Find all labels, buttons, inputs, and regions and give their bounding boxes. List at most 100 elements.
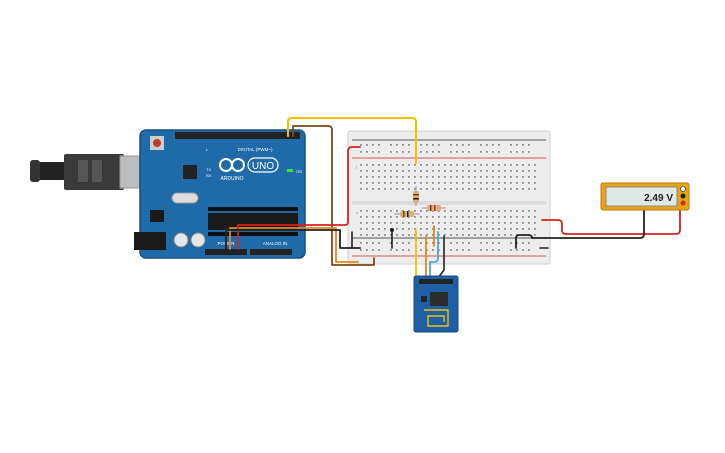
breadboard-hole[interactable] — [414, 188, 416, 190]
breadboard-hole[interactable] — [522, 210, 524, 212]
breadboard-hole[interactable] — [486, 151, 488, 153]
breadboard-hole[interactable] — [498, 151, 500, 153]
breadboard-hole[interactable] — [516, 228, 518, 230]
breadboard-hole[interactable] — [366, 216, 368, 218]
breadboard-hole[interactable] — [384, 234, 386, 236]
breadboard-hole[interactable] — [522, 144, 524, 146]
breadboard-hole[interactable] — [396, 210, 398, 212]
breadboard-hole[interactable] — [450, 176, 452, 178]
breadboard-hole[interactable] — [420, 242, 422, 244]
breadboard-hole[interactable] — [366, 164, 368, 166]
breadboard-hole[interactable] — [420, 216, 422, 218]
breadboard-hole[interactable] — [390, 176, 392, 178]
breadboard-hole[interactable] — [474, 234, 476, 236]
breadboard-hole[interactable] — [408, 249, 410, 251]
breadboard-hole[interactable] — [462, 216, 464, 218]
breadboard-hole[interactable] — [480, 222, 482, 224]
breadboard-hole[interactable] — [360, 210, 362, 212]
breadboard-hole[interactable] — [420, 182, 422, 184]
breadboard-hole[interactable] — [438, 144, 440, 146]
breadboard-hole[interactable] — [510, 176, 512, 178]
breadboard-hole[interactable] — [408, 228, 410, 230]
breadboard-hole[interactable] — [468, 144, 470, 146]
breadboard-hole[interactable] — [378, 242, 380, 244]
breadboard-hole[interactable] — [402, 210, 404, 212]
breadboard-hole[interactable] — [366, 188, 368, 190]
breadboard-hole[interactable] — [432, 164, 434, 166]
breadboard-hole[interactable] — [420, 228, 422, 230]
breadboard-hole[interactable] — [414, 210, 416, 212]
breadboard-hole[interactable] — [366, 210, 368, 212]
breadboard-hole[interactable] — [522, 176, 524, 178]
breadboard-hole[interactable] — [366, 176, 368, 178]
breadboard-hole[interactable] — [468, 164, 470, 166]
breadboard-hole[interactable] — [444, 210, 446, 212]
breadboard-hole[interactable] — [450, 216, 452, 218]
breadboard-hole[interactable] — [396, 176, 398, 178]
breadboard-hole[interactable] — [492, 151, 494, 153]
breadboard-hole[interactable] — [390, 164, 392, 166]
breadboard-hole[interactable] — [486, 188, 488, 190]
breadboard-hole[interactable] — [462, 242, 464, 244]
multimeter[interactable]: 2.49 V — [600, 182, 690, 211]
breadboard-hole[interactable] — [486, 182, 488, 184]
breadboard-hole[interactable] — [366, 234, 368, 236]
breadboard-hole[interactable] — [510, 170, 512, 172]
breadboard-hole[interactable] — [534, 188, 536, 190]
breadboard-hole[interactable] — [408, 210, 410, 212]
breadboard-hole[interactable] — [468, 151, 470, 153]
breadboard-hole[interactable] — [402, 164, 404, 166]
breadboard-hole[interactable] — [522, 151, 524, 153]
breadboard-hole[interactable] — [402, 170, 404, 172]
breadboard-hole[interactable] — [450, 234, 452, 236]
breadboard-hole[interactable] — [396, 234, 398, 236]
breadboard-hole[interactable] — [444, 176, 446, 178]
breadboard-hole[interactable] — [492, 182, 494, 184]
breadboard-hole[interactable] — [432, 151, 434, 153]
digital-header[interactable] — [175, 132, 290, 139]
esp-header[interactable] — [419, 279, 453, 284]
breadboard-hole[interactable] — [456, 151, 458, 153]
breadboard-hole[interactable] — [486, 234, 488, 236]
breadboard-hole[interactable] — [498, 242, 500, 244]
breadboard-hole[interactable] — [402, 222, 404, 224]
breadboard-hole[interactable] — [432, 182, 434, 184]
breadboard-hole[interactable] — [480, 242, 482, 244]
breadboard-hole[interactable] — [522, 170, 524, 172]
breadboard-hole[interactable] — [474, 170, 476, 172]
breadboard-hole[interactable] — [396, 170, 398, 172]
breadboard-hole[interactable] — [534, 170, 536, 172]
breadboard-hole[interactable] — [384, 170, 386, 172]
breadboard-hole[interactable] — [480, 228, 482, 230]
breadboard-hole[interactable] — [420, 222, 422, 224]
breadboard-hole[interactable] — [390, 188, 392, 190]
breadboard-hole[interactable] — [516, 222, 518, 224]
breadboard-hole[interactable] — [522, 182, 524, 184]
breadboard-hole[interactable] — [474, 216, 476, 218]
breadboard-hole[interactable] — [444, 182, 446, 184]
breadboard-hole[interactable] — [510, 182, 512, 184]
breadboard-hole[interactable] — [534, 216, 536, 218]
breadboard-hole[interactable] — [504, 228, 506, 230]
power-jack[interactable] — [134, 232, 166, 250]
breadboard-hole[interactable] — [486, 228, 488, 230]
breadboard-hole[interactable] — [510, 216, 512, 218]
breadboard-hole[interactable] — [528, 222, 530, 224]
breadboard-hole[interactable] — [414, 228, 416, 230]
breadboard-hole[interactable] — [480, 234, 482, 236]
breadboard-hole[interactable] — [528, 210, 530, 212]
breadboard-hole[interactable] — [360, 234, 362, 236]
breadboard-hole[interactable] — [510, 242, 512, 244]
breadboard-hole[interactable] — [522, 222, 524, 224]
breadboard-hole[interactable] — [492, 249, 494, 251]
resistor-2[interactable] — [394, 211, 420, 217]
breadboard-hole[interactable] — [528, 164, 530, 166]
breadboard-hole[interactable] — [372, 210, 374, 212]
analog-header[interactable] — [250, 249, 292, 255]
breadboard-hole[interactable] — [384, 216, 386, 218]
breadboard-hole[interactable] — [468, 216, 470, 218]
breadboard-hole[interactable] — [372, 182, 374, 184]
breadboard-hole[interactable] — [432, 234, 434, 236]
breadboard-hole[interactable] — [378, 151, 380, 153]
breadboard-hole[interactable] — [444, 228, 446, 230]
